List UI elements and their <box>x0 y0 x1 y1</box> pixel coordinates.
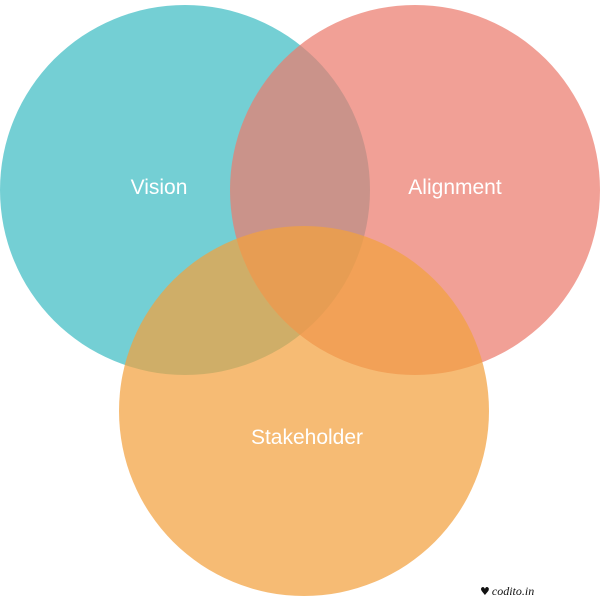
label-vision: Vision <box>131 176 188 199</box>
credit-watermark: ♥codito.in <box>480 584 534 599</box>
credit-text: codito.in <box>491 584 535 598</box>
label-stakeholder: Stakeholder <box>251 426 363 449</box>
venn-labels: Vision Alignment Stakeholder <box>131 176 502 449</box>
venn-circles <box>0 5 600 596</box>
circle-stakeholder <box>119 226 489 596</box>
label-alignment: Alignment <box>408 176 502 199</box>
heart-icon: ♥ <box>480 585 490 598</box>
